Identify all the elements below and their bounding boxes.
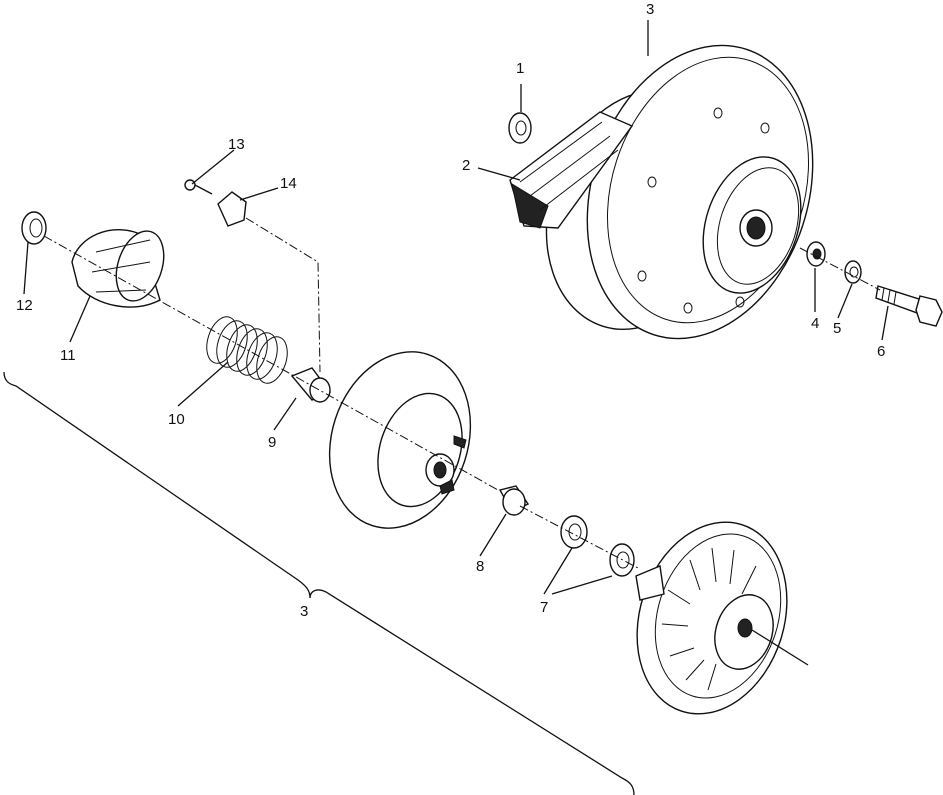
pin-13 (184, 179, 213, 195)
callout-labels: 1 2 3 4 5 6 7 8 9 10 11 12 13 14 3 (16, 1, 885, 620)
callout-13: 13 (228, 136, 245, 153)
snap-ring-12 (21, 211, 47, 245)
callout-9: 9 (268, 434, 276, 451)
leader-lines (23, 20, 889, 595)
callout-6: 6 (877, 343, 885, 360)
callout-2: 2 (462, 157, 470, 174)
callout-5: 5 (833, 320, 841, 337)
callout-14: 14 (280, 175, 297, 192)
callout-10: 10 (168, 411, 185, 428)
callout-12: 12 (16, 297, 33, 314)
callout-1: 1 (516, 60, 524, 77)
button-14 (217, 191, 247, 227)
assembled-clutch (509, 44, 814, 340)
lock-washer-5 (844, 260, 862, 284)
callout-8: 8 (476, 558, 484, 575)
washers-7 (560, 515, 635, 577)
callout-7: 7 (540, 599, 548, 616)
group-bracket (3, 371, 635, 795)
bolt-6 (875, 285, 943, 327)
washer-4 (806, 241, 826, 267)
callout-11: 11 (60, 347, 76, 364)
washer-1 (508, 112, 532, 144)
callout-3-bracket: 3 (300, 603, 308, 620)
callout-3-top: 3 (646, 1, 654, 18)
callout-4: 4 (811, 315, 819, 332)
bushing-9 (290, 367, 332, 403)
bushing-8 (498, 485, 530, 516)
helix-cam-11 (71, 229, 165, 308)
fixed-sheave (635, 521, 809, 715)
center-lines (43, 217, 639, 569)
moveable-sheave (328, 351, 472, 529)
spring-10 (206, 316, 288, 384)
